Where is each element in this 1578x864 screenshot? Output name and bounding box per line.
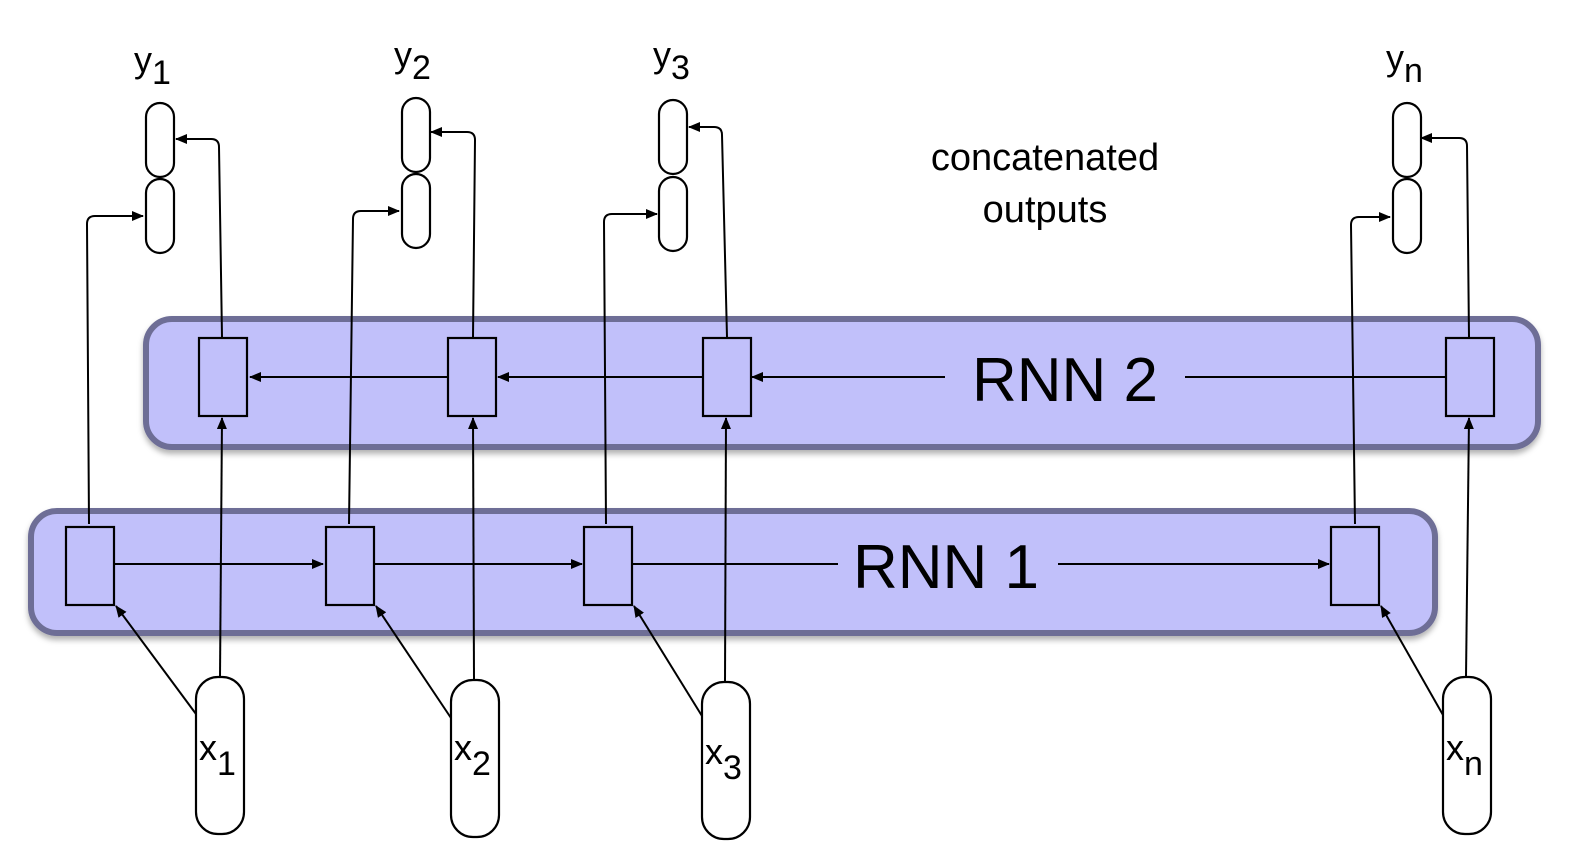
xn-to-rnn1 <box>1380 605 1444 716</box>
rnn1-cell-3 <box>582 525 634 607</box>
y3-output-bottom <box>657 175 689 253</box>
rnn1-3-to-y3 <box>602 209 658 525</box>
x1-to-rnn2 <box>216 417 227 678</box>
y1-output-bottom <box>144 177 176 255</box>
rnn2-cell-2 <box>446 336 498 418</box>
rnn2-2-to-y2 <box>430 127 477 338</box>
rnn2-n-to-yn <box>1420 133 1470 338</box>
rnn1-layer <box>28 508 1438 636</box>
rnn1-cell-2 <box>324 525 376 607</box>
x3-label: x3 <box>705 731 742 787</box>
y1-label: y1 <box>134 39 171 92</box>
xn-to-rnn2 <box>1463 417 1474 678</box>
rnn2-1-to-y1 <box>175 134 223 338</box>
rnn2-label: RNN 2 <box>972 346 1158 415</box>
y3-label: y3 <box>653 34 690 87</box>
x2-to-rnn1 <box>375 605 452 719</box>
rnn1-cell-1 <box>64 525 116 607</box>
rnn1-label: RNN 1 <box>853 533 1039 602</box>
yn-label: yn <box>1386 37 1423 90</box>
rnn2-cell-n <box>1444 336 1496 418</box>
x1-label: x1 <box>199 727 236 783</box>
rnn2-cell-3 <box>701 336 753 418</box>
xn-input <box>1441 675 1493 836</box>
rnn2-layer <box>143 316 1541 450</box>
y1-output-top <box>144 101 176 179</box>
x3-to-rnn1 <box>633 605 703 717</box>
x2-input <box>449 678 501 839</box>
x1-input <box>194 675 246 836</box>
yn-output-bottom <box>1391 177 1423 255</box>
x2-to-rnn2 <box>468 417 479 681</box>
rnn2-3-to-y3 <box>688 122 728 338</box>
y2-label: y2 <box>394 34 431 87</box>
rnn1-2-to-y2 <box>348 206 400 525</box>
x3-input <box>700 680 752 841</box>
rnn2-cell-1 <box>197 336 249 418</box>
yn-output-top <box>1391 101 1423 179</box>
x1-to-rnn1 <box>115 605 197 715</box>
rnn1-1-to-y1 <box>85 211 144 525</box>
xn-label: xn <box>1446 727 1483 783</box>
x3-to-rnn2 <box>720 417 731 683</box>
y2-output-top <box>400 96 432 174</box>
y3-output-top <box>657 98 689 176</box>
rnn1-cell-n <box>1329 525 1381 607</box>
concatenated-outputs-annotation-line1: concatenated <box>931 137 1159 179</box>
concatenated-outputs-annotation-line2: outputs <box>983 189 1108 231</box>
y2-output-bottom <box>400 172 432 250</box>
rnn1-n-to-yn <box>1349 212 1391 525</box>
x2-label: x2 <box>454 727 491 783</box>
